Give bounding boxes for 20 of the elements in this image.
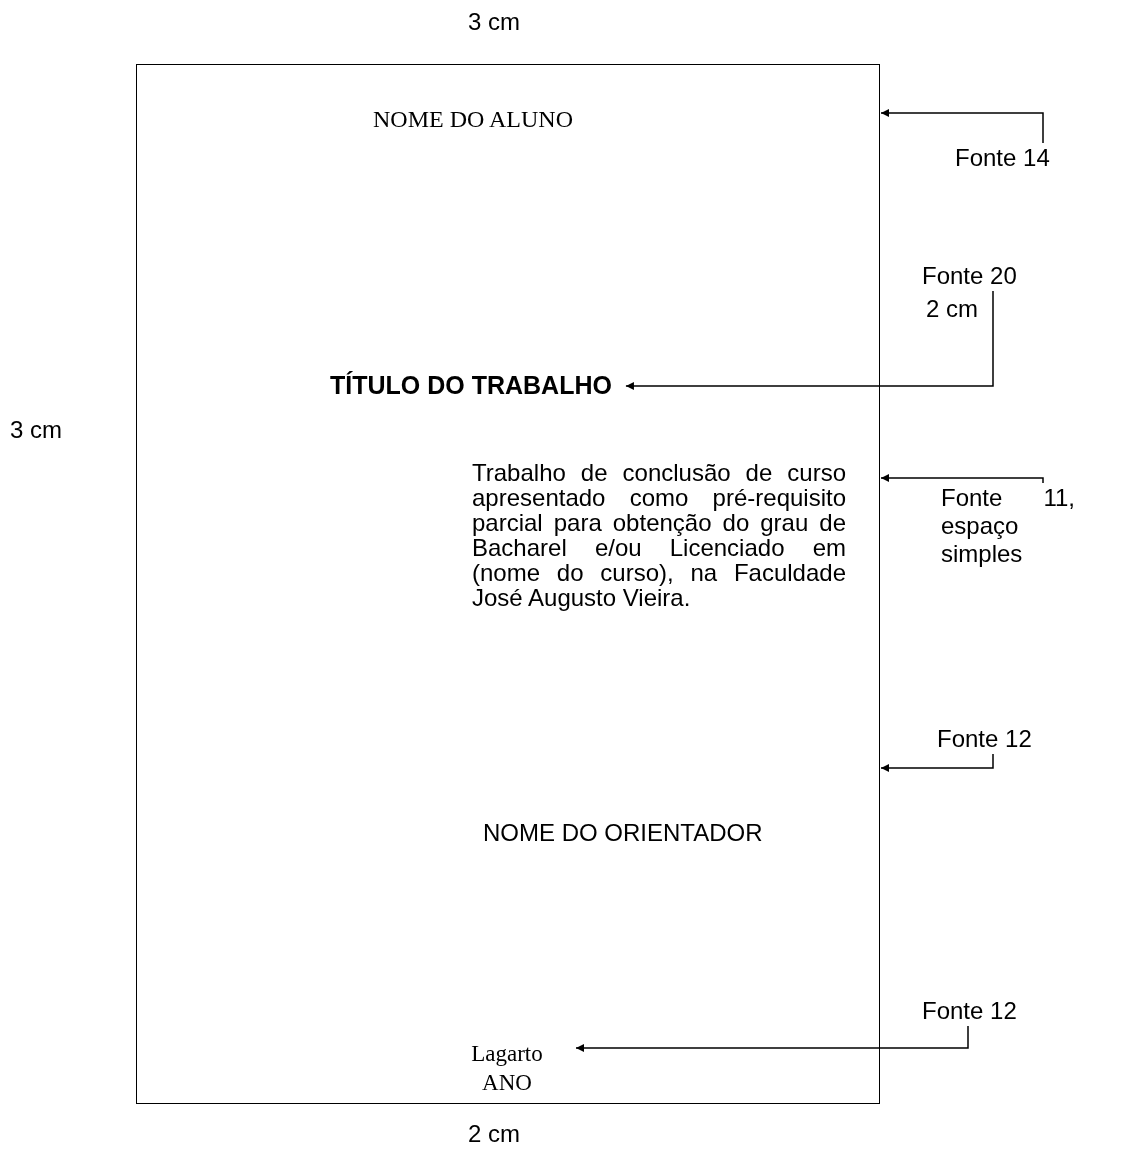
font-note: Fonte 20 bbox=[922, 262, 1032, 290]
arrow bbox=[625, 290, 994, 390]
arrow bbox=[880, 109, 1044, 144]
margin-label: 2 cm bbox=[926, 295, 978, 323]
font-note: Fonte 12 bbox=[922, 997, 1032, 1025]
arrow bbox=[575, 1025, 969, 1052]
font-note: Fonte 11, espaço simples bbox=[941, 484, 1075, 568]
title-text: TÍTULO DO TRABALHO bbox=[330, 371, 612, 400]
city-year-text: Lagarto ANO bbox=[452, 1039, 562, 1097]
font-note: Fonte 14 bbox=[955, 144, 1055, 172]
margin-label: 3 cm bbox=[10, 416, 62, 444]
description-paragraph: Trabalho de conclusão de curso apresentado como pré-requisito parcial para obtenção do grau de Bacharel e/ou Licenciado em (nome do curso), na Faculdade José Augusto Vieira. bbox=[472, 460, 846, 610]
margin-label: 2 cm bbox=[468, 1120, 520, 1148]
arrow bbox=[880, 753, 994, 772]
margin-label: 3 cm bbox=[468, 8, 520, 36]
page-outline bbox=[136, 64, 880, 1104]
advisor-name: NOME DO ORIENTADOR bbox=[483, 819, 763, 847]
arrow bbox=[880, 474, 1044, 484]
font-note: Fonte 12 bbox=[937, 725, 1047, 753]
student-name: NOME DO ALUNO bbox=[373, 106, 573, 133]
